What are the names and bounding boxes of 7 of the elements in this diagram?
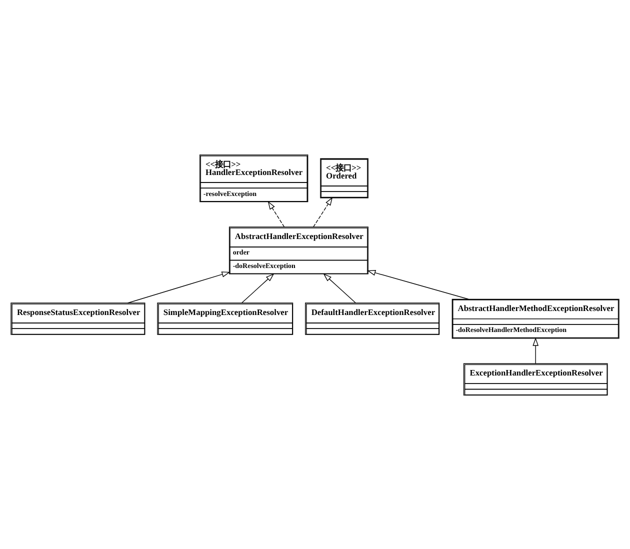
arrow	[323, 272, 356, 303]
arrow	[241, 272, 274, 303]
arrow	[313, 196, 333, 227]
arrow	[127, 271, 230, 303]
arrow	[268, 200, 285, 227]
arrow	[532, 336, 539, 364]
arrow	[367, 269, 469, 299]
